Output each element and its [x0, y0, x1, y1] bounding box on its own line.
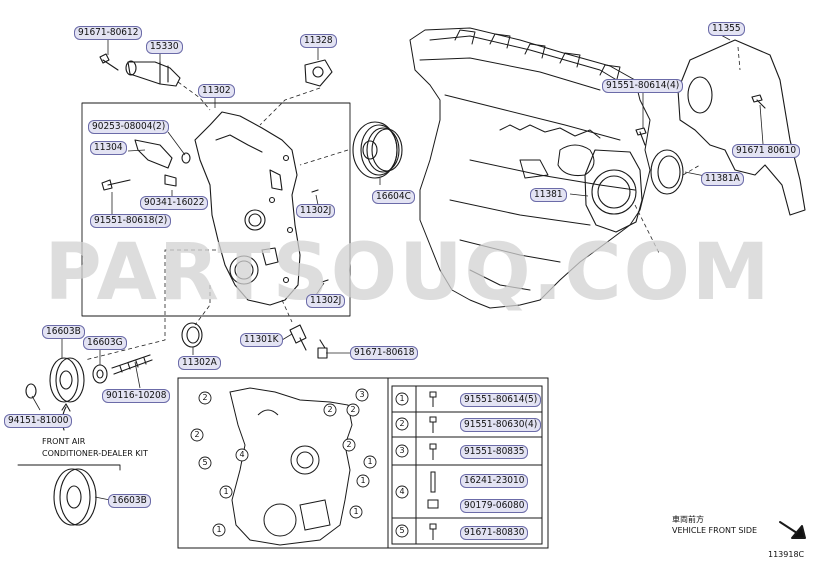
part-91551-80614[interactable]: 91551-80614(4)	[602, 79, 684, 93]
detail-marker-2: 2	[327, 405, 333, 414]
leader-lines	[31, 28, 764, 501]
detail-marker-1: 1	[360, 476, 366, 485]
detail-marker-circles	[190, 388, 409, 538]
part-15330[interactable]: 15330	[146, 40, 183, 54]
dowel-pins-drawing	[311, 189, 329, 283]
crank-pulley-drawing	[352, 121, 403, 179]
part-91551-80618[interactable]: 91551-80618(2)	[90, 214, 172, 228]
oil-seal-11302a-drawing	[181, 322, 203, 348]
watermark: PARTSOUQ.COM	[44, 228, 772, 318]
timing-cover-frame	[81, 102, 351, 317]
bolt-table-row4-part-a[interactable]: 16241-23010	[460, 474, 529, 488]
detail-marker-3: 3	[359, 390, 365, 399]
bolt-table-row5-part[interactable]: 91671-80830	[460, 526, 529, 540]
part-16603b-kit[interactable]: 16603B	[108, 494, 151, 508]
part-11355[interactable]: 11355	[708, 22, 745, 36]
detail-marker-5: 5	[202, 458, 208, 467]
bolt-map-frame	[177, 377, 549, 549]
bolt-91551-80618-drawing	[101, 179, 131, 191]
bolt-table-row2-part[interactable]: 91551-80630(4)	[460, 418, 542, 432]
detail-marker-1: 1	[367, 457, 373, 466]
part-16603b-upper[interactable]: 16603B	[42, 325, 85, 339]
kit-idler-pulley-drawing	[53, 468, 97, 526]
part-11381a[interactable]: 11381A	[701, 172, 744, 186]
part-90341-16022[interactable]: 90341-16022	[140, 196, 209, 210]
idler-cover-16603g-drawing	[92, 364, 108, 384]
detail-marker-4: 4	[239, 450, 245, 459]
figure-reference: 113918C	[768, 550, 805, 559]
bolt-table-key-2: 2	[399, 419, 405, 428]
part-11302a[interactable]: 11302A	[178, 356, 221, 370]
bolt-91671-80612-drawing	[99, 53, 119, 71]
rear-seal-retainer-drawing	[584, 149, 643, 233]
detail-marker-2: 2	[346, 440, 352, 449]
bolt-table-row1-part[interactable]: 91551-80614(5)	[460, 393, 542, 407]
part-91671-80610[interactable]: 91671 80610	[732, 144, 801, 158]
detail-marker-2: 2	[350, 405, 356, 414]
part-94151-81000[interactable]: 94151-81000	[4, 414, 73, 428]
bolt-symbols	[427, 391, 439, 540]
bolt-91551-80614-drawing	[635, 127, 647, 146]
plug-90341-drawing	[164, 174, 177, 187]
bolt-table-key-5: 5	[399, 526, 405, 535]
bolt-table-key-1: 1	[399, 394, 405, 403]
end-plate-drawing	[677, 39, 806, 216]
cap-94151-drawing	[25, 383, 37, 399]
bolt-table-key-3: 3	[399, 446, 405, 455]
part-11304[interactable]: 11304	[90, 141, 127, 155]
oil-seal-11381a-drawing	[650, 149, 684, 195]
detail-cover-drawing	[229, 387, 353, 546]
part-90253-08004[interactable]: 90253-08004(2)	[88, 120, 170, 134]
detail-marker-1: 1	[216, 525, 222, 534]
part-91671-80618[interactable]: 91671-80618	[350, 346, 419, 360]
part-90116-10208[interactable]: 90116-10208	[102, 389, 171, 403]
kit-note-line2: CONDITIONER-DEALER KIT	[42, 449, 148, 458]
dashed-guide-lines	[84, 46, 741, 361]
engine-block-drawing	[409, 27, 651, 309]
part-91671-80612[interactable]: 91671-80612	[74, 26, 143, 40]
vehicle-front-arrow	[779, 521, 806, 539]
bolt-91671-80610-drawing	[751, 94, 766, 109]
vehicle-front-jp: 車両前方	[672, 515, 704, 524]
gasket-11328-drawing	[304, 59, 333, 87]
oil-control-valve-drawing	[125, 60, 181, 87]
part-11301k[interactable]: 11301K	[240, 333, 283, 347]
detail-marker-1: 1	[353, 507, 359, 516]
part-11302j-lower[interactable]: 11302J	[306, 294, 346, 308]
part-11328[interactable]: 11328	[300, 34, 337, 48]
kit-note-line1: FRONT AIR	[42, 437, 86, 446]
part-11302[interactable]: 11302	[198, 84, 235, 98]
part-11381[interactable]: 11381	[530, 188, 567, 202]
detail-marker-2: 2	[194, 430, 200, 439]
part-16604c[interactable]: 16604C	[372, 190, 415, 204]
bolt-table-row3-part[interactable]: 91551-80835	[460, 445, 529, 459]
idler-pulley-drawing	[49, 357, 85, 403]
stud-90116-drawing	[111, 354, 153, 375]
sensor-11301k-drawing	[289, 324, 307, 351]
detail-marker-1: 1	[223, 487, 229, 496]
part-16603g[interactable]: 16603G	[83, 336, 127, 350]
bracket-11304-drawing	[134, 139, 173, 169]
bolt-table-row4-part-b[interactable]: 90179-06080	[460, 499, 529, 513]
part-11302j-upper[interactable]: 11302J	[296, 204, 336, 218]
bolt-table-key-4: 4	[399, 487, 405, 496]
detail-marker-2: 2	[202, 393, 208, 402]
pin-90253-drawing	[181, 152, 191, 164]
timing-chain-cover-drawing	[194, 111, 301, 306]
vehicle-front-en: VEHICLE FRONT SIDE	[672, 526, 758, 535]
bolt-91671-80618-drawing	[317, 339, 328, 359]
